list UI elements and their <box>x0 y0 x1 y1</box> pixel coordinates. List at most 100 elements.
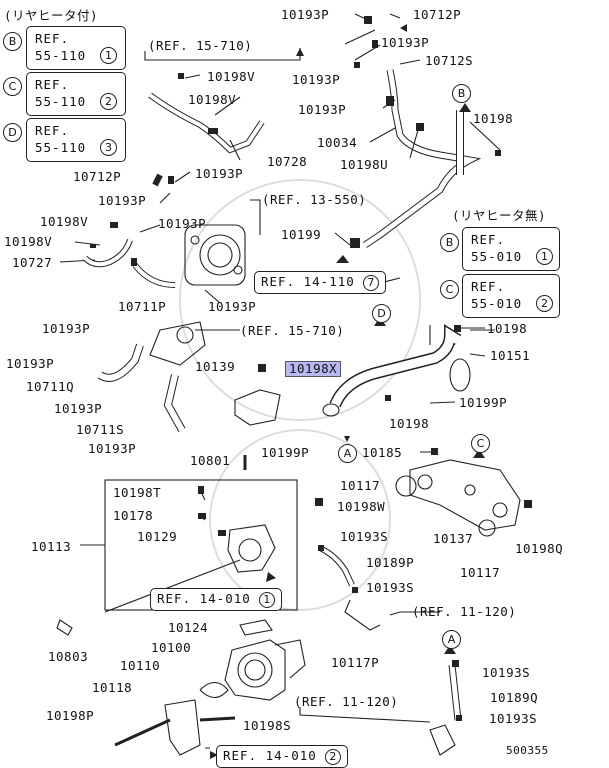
side-ref-num: 2 <box>100 93 117 110</box>
part-label[interactable]: 10711P <box>118 299 167 314</box>
part-label[interactable]: 10193P <box>208 299 257 314</box>
throttle-body-lower <box>224 639 306 701</box>
part-label[interactable]: 10198V <box>40 214 89 229</box>
marker-d[interactable]: D <box>372 304 391 323</box>
ref-11-120-b[interactable]: (REF. 11-120) <box>294 694 399 709</box>
part-label[interactable]: 10100 <box>151 640 192 655</box>
part-label[interactable]: 10124 <box>168 620 209 635</box>
part-label[interactable]: 10193S <box>366 580 415 595</box>
part-label[interactable]: 10178 <box>113 508 154 523</box>
ref-15-710-top[interactable]: (REF. 15-710) <box>148 38 253 53</box>
part-label[interactable]: 10117 <box>340 478 381 493</box>
part-label[interactable]: 10193S <box>489 711 538 726</box>
part-label[interactable]: 10198V <box>4 234 53 249</box>
part-label[interactable]: 10189P <box>366 555 415 570</box>
thermostat-housing <box>149 321 206 366</box>
side-ref-line2: 55-110 <box>35 48 87 63</box>
part-label[interactable]: 10198U <box>340 157 389 172</box>
part-label[interactable]: 10198W <box>337 499 386 514</box>
part-label[interactable]: 10727 <box>12 255 53 270</box>
part-label[interactable]: 10199P <box>459 395 508 410</box>
figure-number: 500355 <box>506 744 549 757</box>
part-label[interactable]: 10189Q <box>490 690 539 705</box>
marker-b[interactable]: B <box>452 84 471 103</box>
part-label[interactable]: 10199 <box>281 227 322 242</box>
part-label[interactable]: 10198 <box>487 321 528 336</box>
marker-a-lower[interactable]: A <box>442 630 461 649</box>
side-ref-circle: B <box>3 32 22 51</box>
side-ref-line2: 55-110 <box>35 140 87 155</box>
ref-14-010-b[interactable]: REF. 14-010 2 <box>216 745 349 768</box>
part-label[interactable]: 10198 <box>473 111 514 126</box>
part-label[interactable]: 10193P <box>298 102 347 117</box>
part-label[interactable]: 10110 <box>120 658 161 673</box>
side-ref-num: 1 <box>100 47 117 64</box>
fastener-dots <box>90 16 532 721</box>
side-ref-line1: REF. <box>471 232 506 247</box>
part-label[interactable]: 10117P <box>331 655 380 670</box>
side-ref-line2: 55-010 <box>471 249 523 264</box>
part-label[interactable]: 10193S <box>482 665 531 680</box>
part-label[interactable]: 10198P <box>46 708 95 723</box>
part-label[interactable]: 10193S <box>340 529 389 544</box>
ref-14-010-a[interactable]: REF. 14-010 1 <box>150 588 283 611</box>
part-label[interactable]: 10801 <box>190 453 231 468</box>
part-label[interactable]: 10198V <box>188 92 237 107</box>
side-ref-line2: 55-010 <box>471 296 523 311</box>
part-label[interactable]: 10199P <box>261 445 310 460</box>
part-label[interactable]: 10193P <box>54 401 103 416</box>
side-ref-num: 1 <box>536 248 553 265</box>
part-label-highlighted[interactable]: 10198X <box>285 361 342 377</box>
part-label[interactable]: 10193P <box>381 35 430 50</box>
part-label[interactable]: 10193P <box>98 193 147 208</box>
part-label[interactable]: 10034 <box>317 135 358 150</box>
part-label[interactable]: 10193P <box>88 441 137 456</box>
part-label[interactable]: 10712P <box>413 7 462 22</box>
part-label[interactable]: 10193P <box>292 72 341 87</box>
part-label[interactable]: 10118 <box>92 680 133 695</box>
ref-13-550[interactable]: (REF. 13-550) <box>262 192 367 207</box>
side-ref-circle: C <box>440 280 459 299</box>
side-ref-line1: REF. <box>471 279 506 294</box>
side-ref-line1: REF. <box>35 31 70 46</box>
side-ref-num: 2 <box>536 295 553 312</box>
ref-text: REF. 14-010 <box>157 591 251 606</box>
marker-a[interactable]: A <box>338 444 357 463</box>
throttle-housing-2 <box>164 699 201 756</box>
part-label[interactable]: 10139 <box>195 359 236 374</box>
part-label[interactable]: 10198S <box>243 718 292 733</box>
side-ref-circle: D <box>3 123 22 142</box>
marker-c[interactable]: C <box>471 434 490 453</box>
part-label[interactable]: 10198T <box>113 485 162 500</box>
part-label[interactable]: 10151 <box>490 348 531 363</box>
part-label[interactable]: 10198V <box>207 69 256 84</box>
part-label[interactable]: 10198Q <box>515 541 564 556</box>
part-label[interactable]: 10193P <box>42 321 91 336</box>
part-label[interactable]: 10803 <box>48 649 89 664</box>
part-label[interactable]: 10113 <box>31 539 72 554</box>
header-without-rear-heater: (リヤヒータ無) <box>452 208 547 223</box>
part-label[interactable]: 10198 <box>389 416 430 431</box>
header-with-rear-heater: (リヤヒータ付) <box>4 8 99 23</box>
side-ref-line1: REF. <box>35 77 70 92</box>
part-label[interactable]: 10711Q <box>26 379 75 394</box>
side-ref-line1: REF. <box>35 123 70 138</box>
part-label[interactable]: 10193P <box>281 7 330 22</box>
part-label[interactable]: 10193P <box>158 216 207 231</box>
part-label[interactable]: 10193P <box>6 356 55 371</box>
part-label[interactable]: 10129 <box>137 529 178 544</box>
watermark-shape <box>179 179 421 611</box>
part-label[interactable]: 10712P <box>73 169 122 184</box>
part-label[interactable]: 10137 <box>433 531 474 546</box>
part-label[interactable]: 10185 <box>362 445 403 460</box>
part-label[interactable]: 10728 <box>267 154 308 169</box>
part-label[interactable]: 10712S <box>425 53 474 68</box>
part-label[interactable]: 10193P <box>195 166 244 181</box>
throttle-spring <box>199 681 229 699</box>
part-label[interactable]: 10117 <box>460 565 501 580</box>
ref-11-120-a[interactable]: (REF. 11-120) <box>412 604 517 619</box>
ref-15-710-mid[interactable]: (REF. 15-710) <box>240 323 345 338</box>
part-label[interactable]: 10711S <box>76 422 125 437</box>
ref-14-110[interactable]: REF. 14-110 7 <box>254 271 387 294</box>
